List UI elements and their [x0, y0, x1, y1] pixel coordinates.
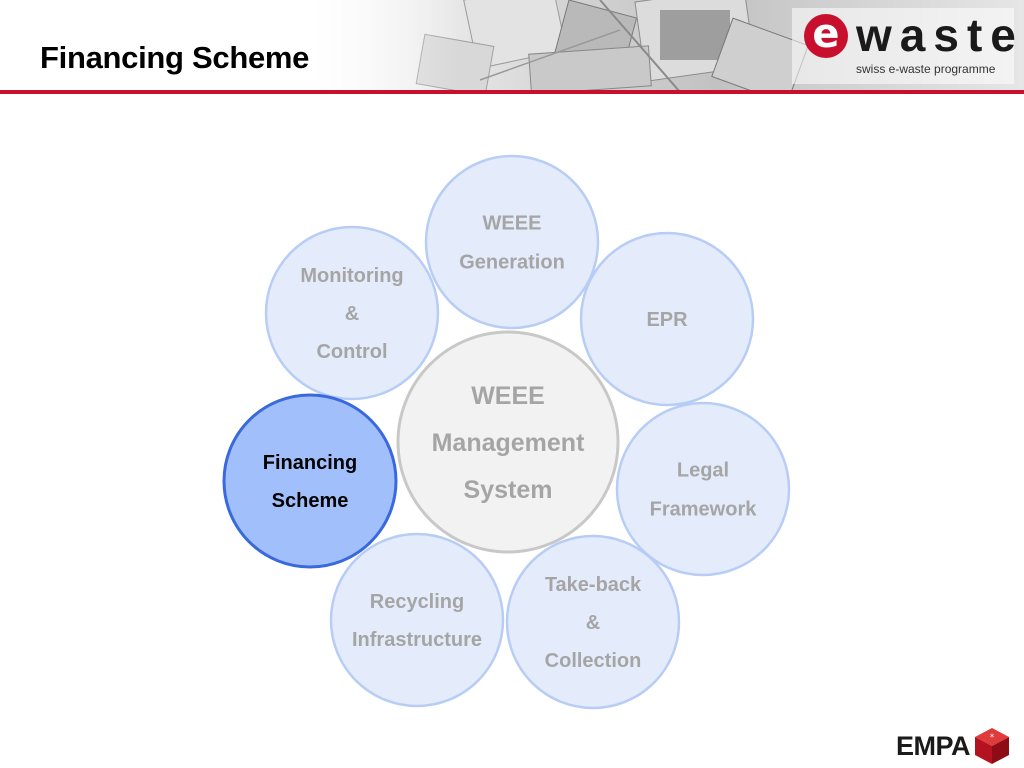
circle-recycling-infrastructure[interactable] — [329, 532, 505, 708]
circle-legal-framework[interactable] — [615, 401, 791, 577]
header-banner: e waste swiss e-waste programme Financin… — [0, 0, 1024, 92]
node-epr[interactable]: EPR — [579, 231, 755, 407]
center-label-line-3: System — [464, 476, 553, 504]
circle-financing-scheme[interactable] — [222, 393, 398, 569]
label-recycling-infrastructure-line-2: Infrastructure — [352, 629, 482, 651]
ewaste-logo-e-icon: e — [804, 14, 848, 58]
node-monitoring-control[interactable]: Monitoring & Control — [264, 225, 440, 401]
label-weee-generation-line-1: WEEE — [483, 213, 542, 235]
label-legal-framework-line-2: Framework — [650, 499, 758, 521]
empa-logo: EMPA — [896, 731, 971, 761]
label-legal-framework-line-1: Legal — [677, 460, 729, 482]
circle-take-back-collection[interactable] — [505, 534, 681, 710]
label-take-back-collection-line-2: & — [586, 612, 600, 634]
label-financing-scheme-line-1: Financing — [263, 452, 357, 474]
center-label-line-1: WEEE — [471, 382, 545, 410]
label-take-back-collection-line-1: Take-back — [545, 574, 642, 596]
node-take-back-collection[interactable]: Take-back & Collection — [505, 534, 681, 710]
label-monitoring-control-line-3: Control — [316, 341, 387, 363]
label-epr-line-1: EPR — [646, 309, 688, 331]
circle-weee-generation[interactable] — [424, 154, 600, 330]
label-weee-generation-line-2: Generation — [459, 252, 565, 274]
center-circle — [396, 330, 620, 554]
label-recycling-infrastructure-line-1: Recycling — [370, 591, 464, 613]
empa-cube-icon: * — [975, 728, 1009, 764]
label-monitoring-control-line-1: Monitoring — [300, 265, 403, 287]
header-fade — [0, 0, 460, 92]
ewaste-logo-word: waste — [856, 9, 1024, 61]
page-title: Financing Scheme — [40, 40, 310, 75]
label-take-back-collection-line-3: Collection — [545, 650, 642, 672]
label-monitoring-control-line-2: & — [345, 303, 359, 325]
svg-text:*: * — [990, 733, 995, 743]
circle-epr[interactable] — [579, 231, 755, 407]
label-financing-scheme-line-2: Scheme — [272, 490, 349, 512]
header-red-rule — [0, 90, 1024, 94]
circle-monitoring-control[interactable] — [264, 225, 440, 401]
center-label-line-2: Management — [432, 429, 585, 457]
ewaste-logo-tagline: swiss e-waste programme — [856, 62, 996, 76]
node-weee-generation[interactable]: WEEE Generation — [424, 154, 600, 330]
